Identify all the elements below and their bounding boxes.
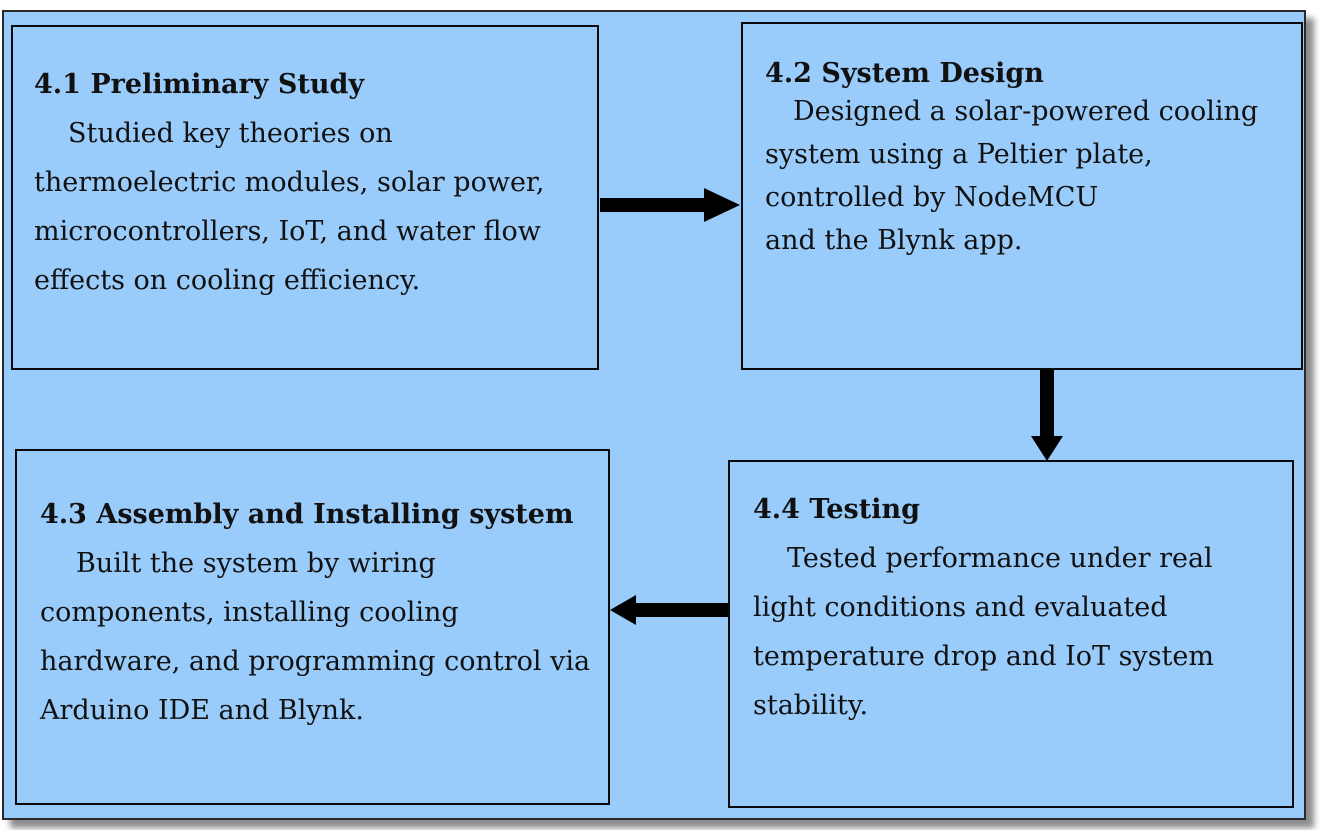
step-body-text-assembly: Built the system by wiring components, i… — [40, 548, 591, 726]
arrow-left-icon — [610, 595, 728, 625]
step-box-assembly: 4.3 Assembly and Installing system Built… — [15, 449, 610, 805]
step-title-system-design: 4.2 System Design — [765, 58, 1044, 89]
step-body-text-preliminary-study: Studied key theories on thermoelectric m… — [34, 118, 545, 296]
step-title-assembly: 4.3 Assembly and Installing system — [40, 499, 574, 530]
step-title-testing: 4.4 Testing — [753, 494, 920, 525]
step-body-system-design: Designed a solar-powered cooling system … — [765, 90, 1295, 262]
step-title-preliminary-study: 4.1 Preliminary Study — [34, 69, 365, 100]
step-body-assembly: Built the system by wiring components, i… — [40, 539, 605, 735]
step-box-system-design: 4.2 System Design Designed a solar-power… — [741, 22, 1303, 370]
step-box-preliminary-study: 4.1 Preliminary Study Studied key theori… — [11, 25, 599, 370]
step-box-testing: 4.4 Testing Tested performance under rea… — [728, 460, 1294, 808]
step-body-text-testing: Tested performance under real light cond… — [753, 543, 1214, 721]
step-body-preliminary-study: Studied key theories on thermoelectric m… — [34, 109, 594, 305]
step-body-text-system-design: Designed a solar-powered cooling system … — [765, 96, 1259, 256]
arrow-right-icon — [600, 188, 740, 222]
step-body-testing: Tested performance under real light cond… — [753, 534, 1283, 730]
arrow-down-icon — [1031, 370, 1063, 461]
